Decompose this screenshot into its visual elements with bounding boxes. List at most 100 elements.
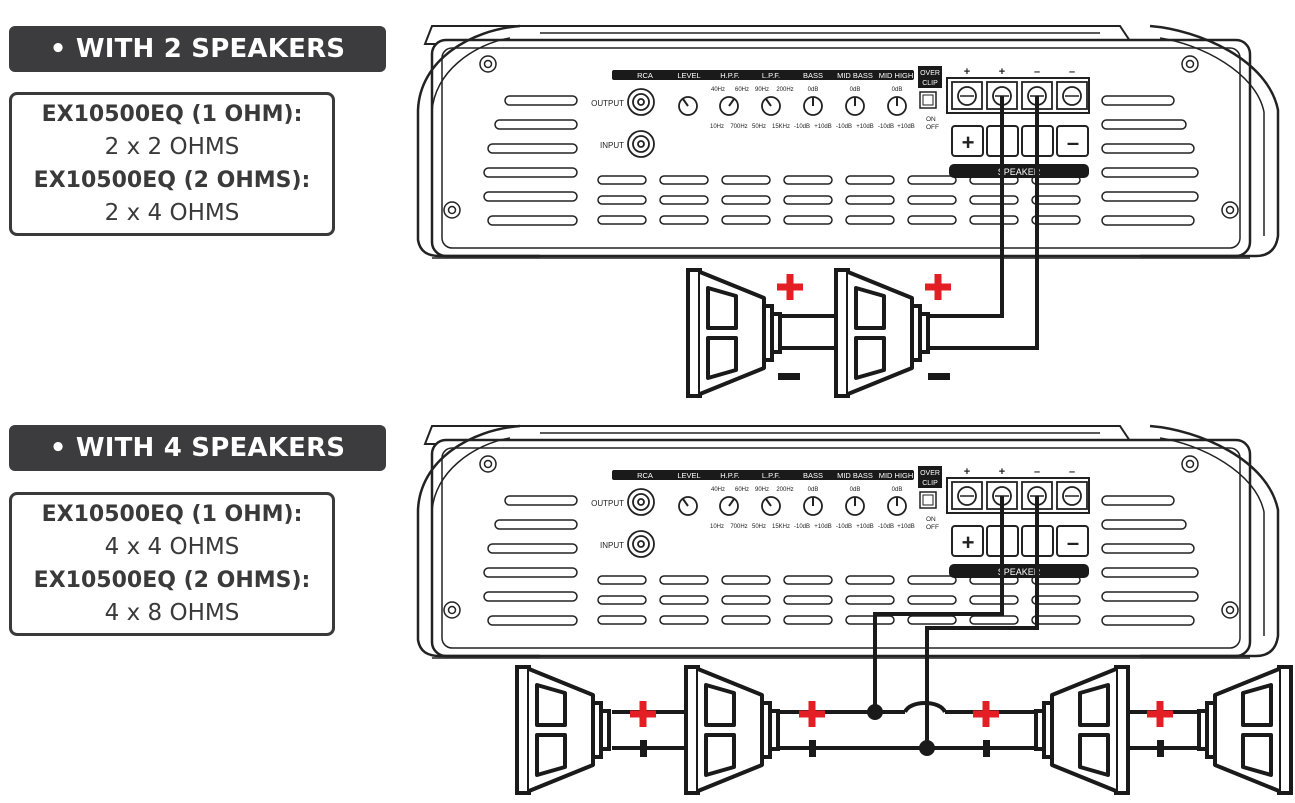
hpf-top-right: 60Hz	[735, 87, 749, 93]
plus-button-label: +	[962, 530, 975, 555]
spec-box-2-speakers: EX10500EQ (1 OHM): 2 x 2 OHMS EX10500EQ …	[9, 92, 335, 236]
off-label: OFF	[926, 524, 939, 531]
model-1ohm-label: EX10500EQ (1 OHM):	[41, 102, 303, 127]
off-label: OFF	[926, 124, 939, 131]
amp-top-labels: RCA LEVEL H.P.F. L.P.F. BASS MID BASS MI…	[591, 66, 1079, 177]
terminal-plus-2: +	[999, 66, 1005, 78]
bass-label: BASS	[803, 71, 823, 80]
speaker-bottom-1	[515, 665, 611, 795]
load-1ohm-value: 4 x 4 OHMS	[104, 534, 240, 560]
model-2ohm-label: EX10500EQ (2 OHMS):	[33, 168, 311, 193]
mid-high-min: -10dB	[878, 124, 894, 130]
bass-max: +10dB	[814, 124, 832, 130]
model-1ohm-label: EX10500EQ (1 OHM):	[41, 502, 303, 527]
plus-mark-top-1	[777, 274, 803, 300]
minus-mark-top-2	[928, 373, 950, 380]
rca-label: RCA	[637, 71, 653, 80]
mid-bass-zero: 0dB	[850, 487, 861, 493]
speaker-bottom-4	[1197, 665, 1293, 795]
terminal-plus-2: +	[999, 466, 1005, 478]
bass-min: -10dB	[794, 524, 810, 530]
lpf-bottom-right: 15KHz	[772, 524, 790, 530]
speaker-label: SPEAKER	[998, 567, 1041, 577]
load-1ohm-value: 2 x 2 OHMS	[104, 134, 240, 160]
junction-positive	[867, 704, 883, 720]
wire-negative	[925, 496, 1039, 748]
wires-top	[780, 96, 1039, 350]
clip-label: CLIP	[922, 80, 938, 87]
output-label: OUTPUT	[591, 499, 624, 508]
header-4-speakers: • WITH 4 SPEAKERS	[9, 425, 386, 471]
speaker-label: SPEAKER	[998, 167, 1041, 177]
mid-high-zero: 0dB	[892, 87, 903, 93]
load-2ohm-value: 4 x 8 OHMS	[104, 600, 240, 626]
mid-bass-min: -10dB	[836, 124, 852, 130]
wire-negative	[930, 96, 1039, 350]
bass-label: BASS	[803, 471, 823, 480]
mid-bass-min: -10dB	[836, 524, 852, 530]
lpf-bottom-right: 15KHz	[772, 124, 790, 130]
plus-mark-bottom-3	[973, 701, 999, 727]
output-label: OUTPUT	[591, 99, 624, 108]
mid-bass-zero: 0dB	[850, 87, 861, 93]
mid-high-min: -10dB	[878, 524, 894, 530]
header-4-speakers-label: • WITH 4 SPEAKERS	[49, 433, 346, 463]
lpf-bottom-left: 50Hz	[752, 124, 766, 130]
bass-max: +10dB	[814, 524, 832, 530]
mid-bass-label: MID BASS	[837, 71, 873, 80]
header-2-speakers-label: • WITH 2 SPEAKERS	[49, 34, 346, 64]
clip-label: CLIP	[922, 480, 938, 487]
plus-mark-top-2	[925, 274, 951, 300]
model-2ohm-label: EX10500EQ (2 OHMS):	[33, 568, 311, 593]
minus-mark-bottom-3	[983, 740, 990, 757]
speaker-bottom-3	[1034, 665, 1130, 795]
mid-high-zero: 0dB	[892, 487, 903, 493]
level-label: LEVEL	[677, 471, 700, 480]
mid-bass-max: +10dB	[856, 124, 874, 130]
bass-zero: 0dB	[808, 87, 819, 93]
junction-negative	[919, 740, 935, 756]
rca-label: RCA	[637, 471, 653, 480]
hpf-top-right: 60Hz	[735, 487, 749, 493]
lpf-top-left: 90Hz	[755, 87, 769, 93]
lpf-label: L.P.F.	[762, 471, 780, 480]
terminal-minus-2: –	[1069, 466, 1075, 478]
amplifier-bottom: RCA LEVEL H.P.F. L.P.F. BASS MID BASS MI…	[416, 424, 1280, 660]
wire-positive	[930, 96, 1004, 318]
minus-button-label: –	[1067, 530, 1079, 555]
mid-bass-label: MID BASS	[837, 471, 873, 480]
lpf-bottom-left: 50Hz	[752, 524, 766, 530]
lpf-top-right: 200Hz	[776, 87, 793, 93]
minus-mark-bottom-4	[1157, 740, 1164, 757]
wire-crossover	[903, 701, 947, 714]
over-label: OVER	[920, 470, 940, 477]
minus-mark-top-1	[778, 373, 800, 380]
header-2-speakers: • WITH 2 SPEAKERS	[9, 26, 386, 72]
load-2ohm-value: 2 x 4 OHMS	[104, 200, 240, 226]
minus-mark-bottom-1	[640, 740, 647, 757]
on-label: ON	[926, 116, 936, 123]
minus-mark-bottom-2	[809, 740, 816, 757]
terminal-minus-1: –	[1034, 466, 1040, 478]
bass-min: -10dB	[794, 124, 810, 130]
amp-bottom-labels: RCA LEVEL H.P.F. L.P.F. BASS MID BASS MI…	[591, 466, 1079, 577]
spec-box-4-speakers: EX10500EQ (1 OHM): 4 x 4 OHMS EX10500EQ …	[9, 492, 335, 636]
hpf-bottom-right: 700Hz	[730, 524, 747, 530]
plus-button-label: +	[962, 130, 975, 155]
minus-button-label: –	[1067, 130, 1079, 155]
hpf-bottom-left: 10Hz	[710, 524, 724, 530]
terminal-plus-1: +	[964, 66, 970, 78]
hpf-bottom-right: 700Hz	[730, 124, 747, 130]
plus-mark-bottom-1	[630, 701, 656, 727]
mid-high-label: MID HIGH	[879, 471, 914, 480]
wire-positive	[873, 496, 1004, 712]
lpf-label: L.P.F.	[762, 71, 780, 80]
over-label: OVER	[920, 70, 940, 77]
hpf-label: H.P.F.	[720, 71, 739, 80]
input-label: INPUT	[600, 141, 624, 150]
hpf-top-left: 40Hz	[711, 487, 725, 493]
mid-high-max: +10dB	[897, 124, 915, 130]
input-label: INPUT	[600, 541, 624, 550]
mid-high-max: +10dB	[897, 524, 915, 530]
